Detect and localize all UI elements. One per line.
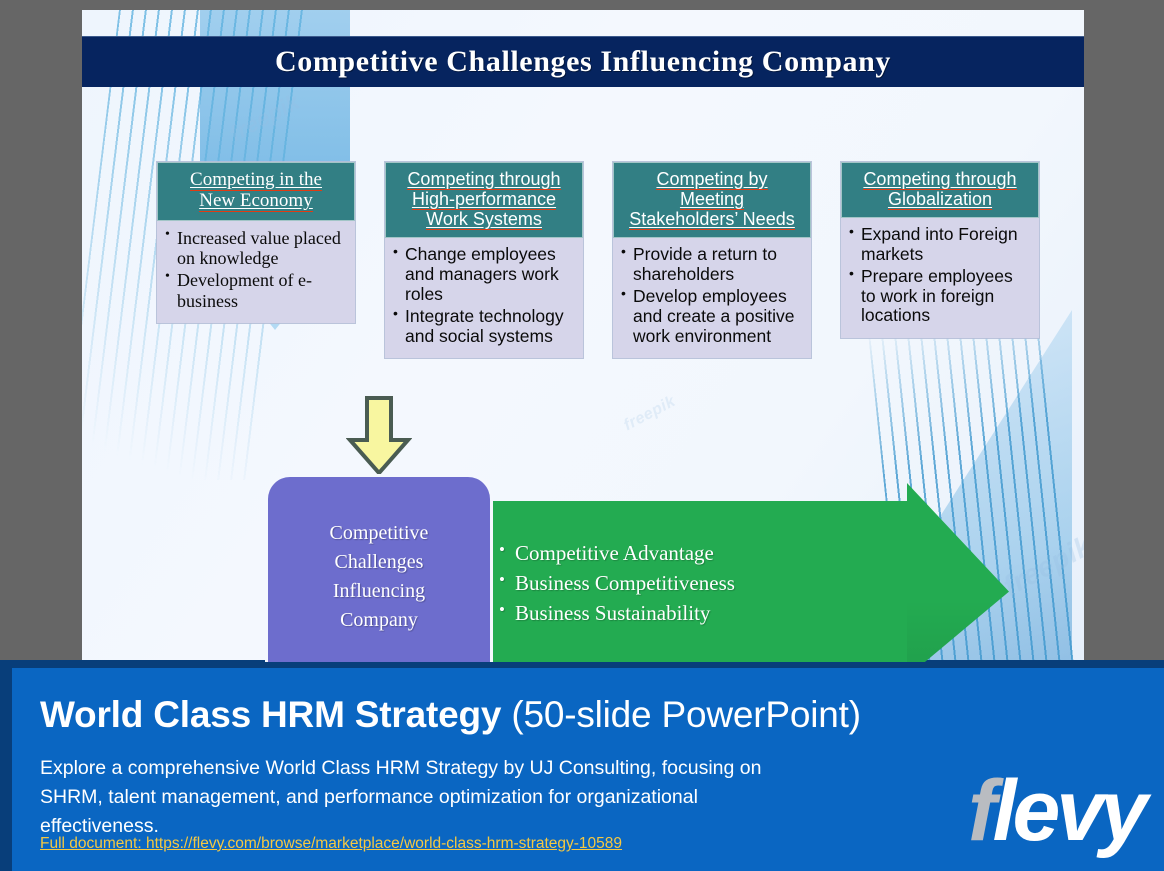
list-item: Business Competitiveness — [499, 568, 735, 599]
card-heading-line: Stakeholders’ Needs — [629, 209, 795, 231]
list-item: Development of e-business — [165, 269, 347, 311]
list-item: Develop employees and create a positive … — [621, 286, 803, 346]
promo-title-bold: World Class HRM Strategy — [40, 694, 502, 735]
card-heading-line: Competing by — [656, 169, 768, 190]
card-heading-line: Work Systems — [426, 209, 542, 231]
promo-title: World Class HRM Strategy (50-slide Power… — [40, 694, 1164, 736]
center-line: Competitive — [329, 522, 429, 544]
list-item: Increased value placed on knowledge — [165, 227, 347, 269]
card-body: Provide a return to shareholders Develop… — [613, 238, 811, 358]
card-header: Competing through High-performance Work … — [385, 162, 583, 239]
flevy-logo: flevy — [968, 768, 1148, 854]
card-header: Competing in the New Economy — [157, 162, 355, 221]
promo-description: Explore a comprehensive World Class HRM … — [40, 757, 762, 837]
promo-banner-inner: World Class HRM Strategy (50-slide Power… — [12, 668, 1164, 871]
center-line: Company — [340, 609, 418, 631]
center-line: Influencing — [332, 580, 426, 602]
card-header: Competing through Globalization — [841, 162, 1039, 219]
arrow-head — [907, 483, 1009, 662]
down-arrow-icon — [346, 395, 412, 477]
card-heading-line: Competing through — [407, 169, 561, 190]
card-bullet-list: Provide a return to shareholders Develop… — [621, 244, 803, 346]
card-body: Change employees and managers work roles… — [385, 238, 583, 358]
challenge-card-globalization: Competing through Globalization Expand i… — [841, 162, 1039, 339]
card-heading-line: Globalization — [887, 189, 993, 211]
card-heading-line: New Economy — [199, 190, 313, 213]
list-item: Business Sustainability — [499, 598, 735, 629]
center-concept-label: Competitive Challenges Influencing Compa… — [330, 519, 429, 635]
outcomes-arrow: Competitive Advantage Business Competiti… — [487, 483, 1009, 662]
card-bullet-list: Change employees and managers work roles… — [393, 244, 575, 347]
center-concept-box: Competitive Challenges Influencing Compa… — [268, 477, 490, 662]
promo-banner: World Class HRM Strategy (50-slide Power… — [0, 660, 1164, 871]
list-item: Prepare employees to work in foreign loc… — [849, 266, 1031, 326]
list-item: Expand into Foreign markets — [849, 224, 1031, 265]
slide-canvas: freepik freepik freepik Competitive Chal… — [82, 10, 1084, 662]
list-item: Change employees and managers work roles — [393, 244, 575, 304]
slide-title-bar: Competitive Challenges Influencing Compa… — [82, 36, 1084, 87]
challenge-cards-row: Competing in the New Economy Increased v… — [82, 10, 1084, 662]
center-line: Challenges — [334, 551, 424, 573]
card-heading-line: High-performance — [411, 189, 557, 211]
promo-title-subtitle: (50-slide PowerPoint) — [511, 694, 861, 735]
list-item: Integrate technology and social systems — [393, 306, 575, 347]
flevy-logo-rest: levy — [992, 763, 1148, 860]
card-heading-line: Meeting — [679, 189, 745, 211]
slide-title: Competitive Challenges Influencing Compa… — [274, 44, 892, 78]
card-heading-line: Competing in the — [190, 169, 322, 191]
challenge-card-stakeholders-needs: Competing by Meeting Stakeholders’ Needs… — [613, 162, 811, 359]
card-bullet-list: Expand into Foreign markets Prepare empl… — [849, 224, 1031, 326]
card-header: Competing by Meeting Stakeholders’ Needs — [613, 162, 811, 239]
challenge-card-high-performance-work-systems: Competing through High-performance Work … — [385, 162, 583, 359]
promo-document-link[interactable]: Full document: https://flevy.com/browse/… — [40, 835, 623, 852]
list-item: Provide a return to shareholders — [621, 244, 803, 285]
flevy-logo-f: f — [967, 763, 997, 860]
card-body: Expand into Foreign markets Prepare empl… — [841, 218, 1039, 338]
challenge-card-new-economy: Competing in the New Economy Increased v… — [157, 162, 355, 323]
card-body: Increased value placed on knowledge Deve… — [157, 221, 355, 323]
card-bullet-list: Increased value placed on knowledge Deve… — [165, 227, 347, 311]
outcomes-list: Competitive Advantage Business Competiti… — [499, 538, 735, 629]
card-heading-line: Competing through — [863, 169, 1017, 190]
list-item: Competitive Advantage — [499, 538, 735, 569]
